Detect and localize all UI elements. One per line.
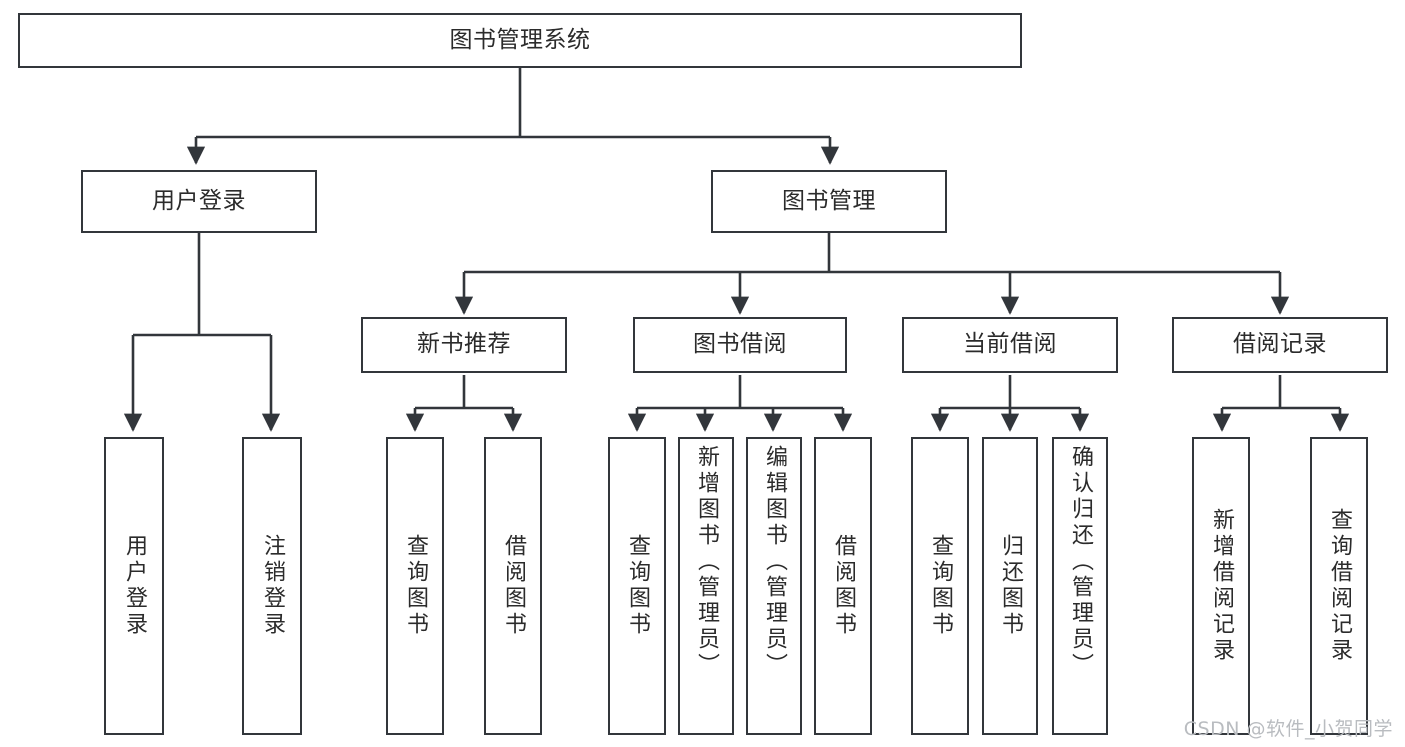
leaf-borrow-record-query-label: 查询借阅记录 [1327,508,1352,664]
leaf-book-borrow-query-label: 查询图书 [625,534,650,638]
leaf-borrow-record-query[interactable]: 查询借阅记录 [1310,437,1368,735]
leaf-book-borrow-edit-label: 编辑图书（管理员） [762,445,787,679]
node-root-system-label: 图书管理系统 [449,26,591,53]
leaf-new-book-query-label: 查询图书 [403,534,428,638]
leaf-user-login-logout[interactable]: 注销登录 [242,437,302,735]
leaf-book-borrow-borrow-label: 借阅图书 [831,534,856,638]
node-current-borrow-label: 当前借阅 [963,331,1057,358]
leaf-new-book-borrow[interactable]: 借阅图书 [484,437,542,735]
leaf-borrow-record-add[interactable]: 新增借阅记录 [1192,437,1250,735]
leaf-current-borrow-return[interactable]: 归还图书 [982,437,1038,735]
node-book-management-label: 图书管理 [782,187,876,214]
leaf-current-borrow-query-label: 查询图书 [928,534,953,638]
leaf-borrow-record-add-label: 新增借阅记录 [1209,508,1234,664]
leaf-user-login-login-label: 用户登录 [122,534,147,638]
leaf-book-borrow-add[interactable]: 新增图书（管理员） [678,437,734,735]
leaf-book-borrow-query[interactable]: 查询图书 [608,437,666,735]
leaf-user-login-login[interactable]: 用户登录 [104,437,164,735]
node-current-borrow[interactable]: 当前借阅 [902,317,1118,373]
leaf-user-login-logout-label: 注销登录 [260,534,285,638]
node-user-login[interactable]: 用户登录 [81,170,317,233]
node-borrow-record[interactable]: 借阅记录 [1172,317,1388,373]
node-book-management[interactable]: 图书管理 [711,170,947,233]
node-borrow-record-label: 借阅记录 [1233,331,1327,358]
leaf-current-borrow-query[interactable]: 查询图书 [911,437,969,735]
leaf-new-book-query[interactable]: 查询图书 [386,437,444,735]
node-root-system[interactable]: 图书管理系统 [18,13,1022,68]
leaf-current-borrow-confirm[interactable]: 确认归还（管理员） [1052,437,1108,735]
leaf-book-borrow-edit[interactable]: 编辑图书（管理员） [746,437,802,735]
leaf-current-borrow-return-label: 归还图书 [998,534,1023,638]
leaf-current-borrow-confirm-label: 确认归还（管理员） [1068,445,1093,679]
node-user-login-label: 用户登录 [152,187,246,214]
leaf-book-borrow-borrow[interactable]: 借阅图书 [814,437,872,735]
node-new-book-recommend[interactable]: 新书推荐 [361,317,567,373]
node-new-book-recommend-label: 新书推荐 [417,331,511,358]
leaf-book-borrow-add-label: 新增图书（管理员） [694,445,719,679]
node-book-borrow[interactable]: 图书借阅 [633,317,847,373]
leaf-new-book-borrow-label: 借阅图书 [501,534,526,638]
node-book-borrow-label: 图书借阅 [693,331,787,358]
